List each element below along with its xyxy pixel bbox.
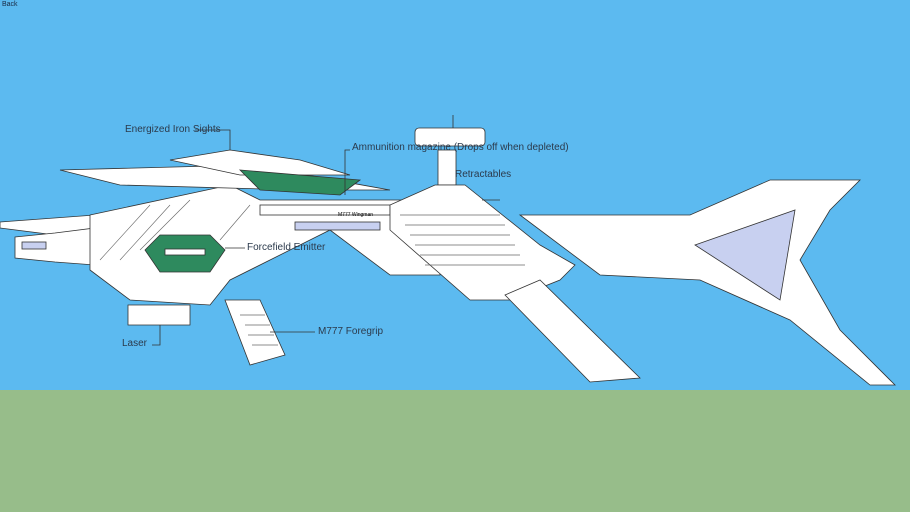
rear-vents bbox=[400, 214, 525, 266]
foregrip-ridges bbox=[240, 314, 278, 346]
label-laser: Laser bbox=[122, 338, 148, 349]
label-iron-sights: Energized Iron Sights bbox=[125, 124, 221, 135]
side-panel bbox=[294, 221, 381, 231]
iron-sights bbox=[169, 149, 351, 176]
weapon-model[interactable]: M777 Wingman bbox=[0, 0, 910, 390]
label-retractables: Retractables bbox=[455, 169, 512, 180]
label-leader-lines bbox=[152, 115, 500, 346]
retractable-mount bbox=[437, 149, 457, 186]
foregrip bbox=[224, 299, 286, 366]
lower-strut bbox=[504, 279, 641, 383]
stock-frame bbox=[518, 179, 896, 386]
label-foregrip: M777 Foregrip bbox=[318, 326, 384, 337]
ground-plane bbox=[0, 390, 910, 512]
body-hatching bbox=[99, 199, 251, 261]
scope-window bbox=[238, 169, 362, 196]
emitter-slot bbox=[164, 248, 206, 256]
label-forcefield: Forcefield Emitter bbox=[247, 242, 326, 253]
back-button[interactable]: Back bbox=[2, 1, 18, 8]
magazine bbox=[414, 127, 486, 147]
stock-panel bbox=[694, 209, 796, 301]
rear-body bbox=[389, 184, 576, 301]
muzzle-window bbox=[21, 241, 47, 250]
label-magazine: Ammunition magazine (Drops off when depl… bbox=[352, 142, 569, 153]
laser-module bbox=[127, 304, 191, 326]
name-plate: M777 Wingman bbox=[338, 212, 373, 218]
